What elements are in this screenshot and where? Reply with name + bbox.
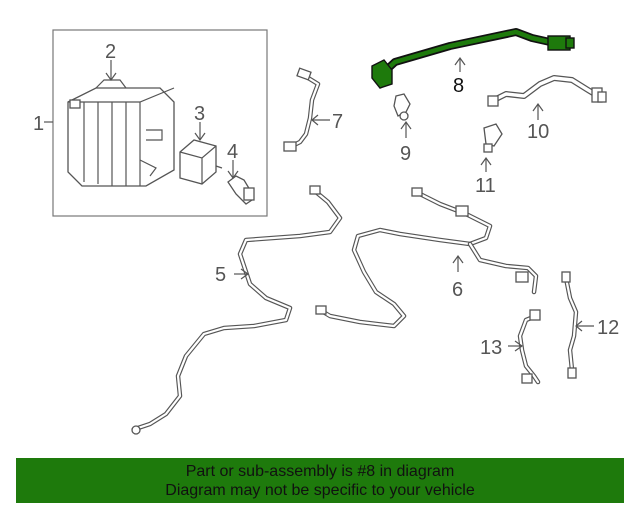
part-13-line[interactable]: [517, 309, 541, 385]
callout-1: 1: [33, 113, 44, 135]
part-5-fuel-line[interactable]: [131, 185, 343, 435]
part-7-sensor-line[interactable]: [283, 67, 321, 152]
part-11-connector[interactable]: [483, 123, 503, 153]
part-info-banner: Part or sub-assembly is #8 in diagram Di…: [16, 458, 624, 503]
callout-7: 7: [332, 111, 343, 133]
banner-line-1: Part or sub-assembly is #8 in diagram: [185, 463, 455, 480]
callout-9: 9: [400, 143, 411, 165]
callout-12: 12: [597, 317, 619, 339]
callout-4: 4: [227, 141, 238, 163]
part-10-hose[interactable]: [487, 75, 607, 107]
callout-5: 5: [215, 264, 226, 286]
callout-3: 3: [194, 103, 205, 125]
part-3-filter[interactable]: [179, 139, 223, 185]
part-8-vapor-hose-highlighted[interactable]: [371, 28, 575, 89]
part-12-line[interactable]: [561, 271, 579, 379]
banner-line-2: Diagram may not be specific to your vehi…: [165, 482, 475, 499]
part-6-vapor-line[interactable]: [315, 187, 539, 329]
canister-group-box: [52, 29, 268, 217]
callout-8: 8: [453, 75, 464, 97]
callout-2: 2: [105, 41, 116, 63]
callout-10: 10: [527, 121, 549, 143]
callout-6: 6: [452, 279, 463, 301]
part-4-valve[interactable]: [227, 175, 255, 205]
callout-13: 13: [480, 337, 502, 359]
part-2-charcoal-canister[interactable]: [67, 79, 175, 187]
part-9-valve[interactable]: [393, 93, 411, 121]
callout-11: 11: [475, 175, 496, 197]
